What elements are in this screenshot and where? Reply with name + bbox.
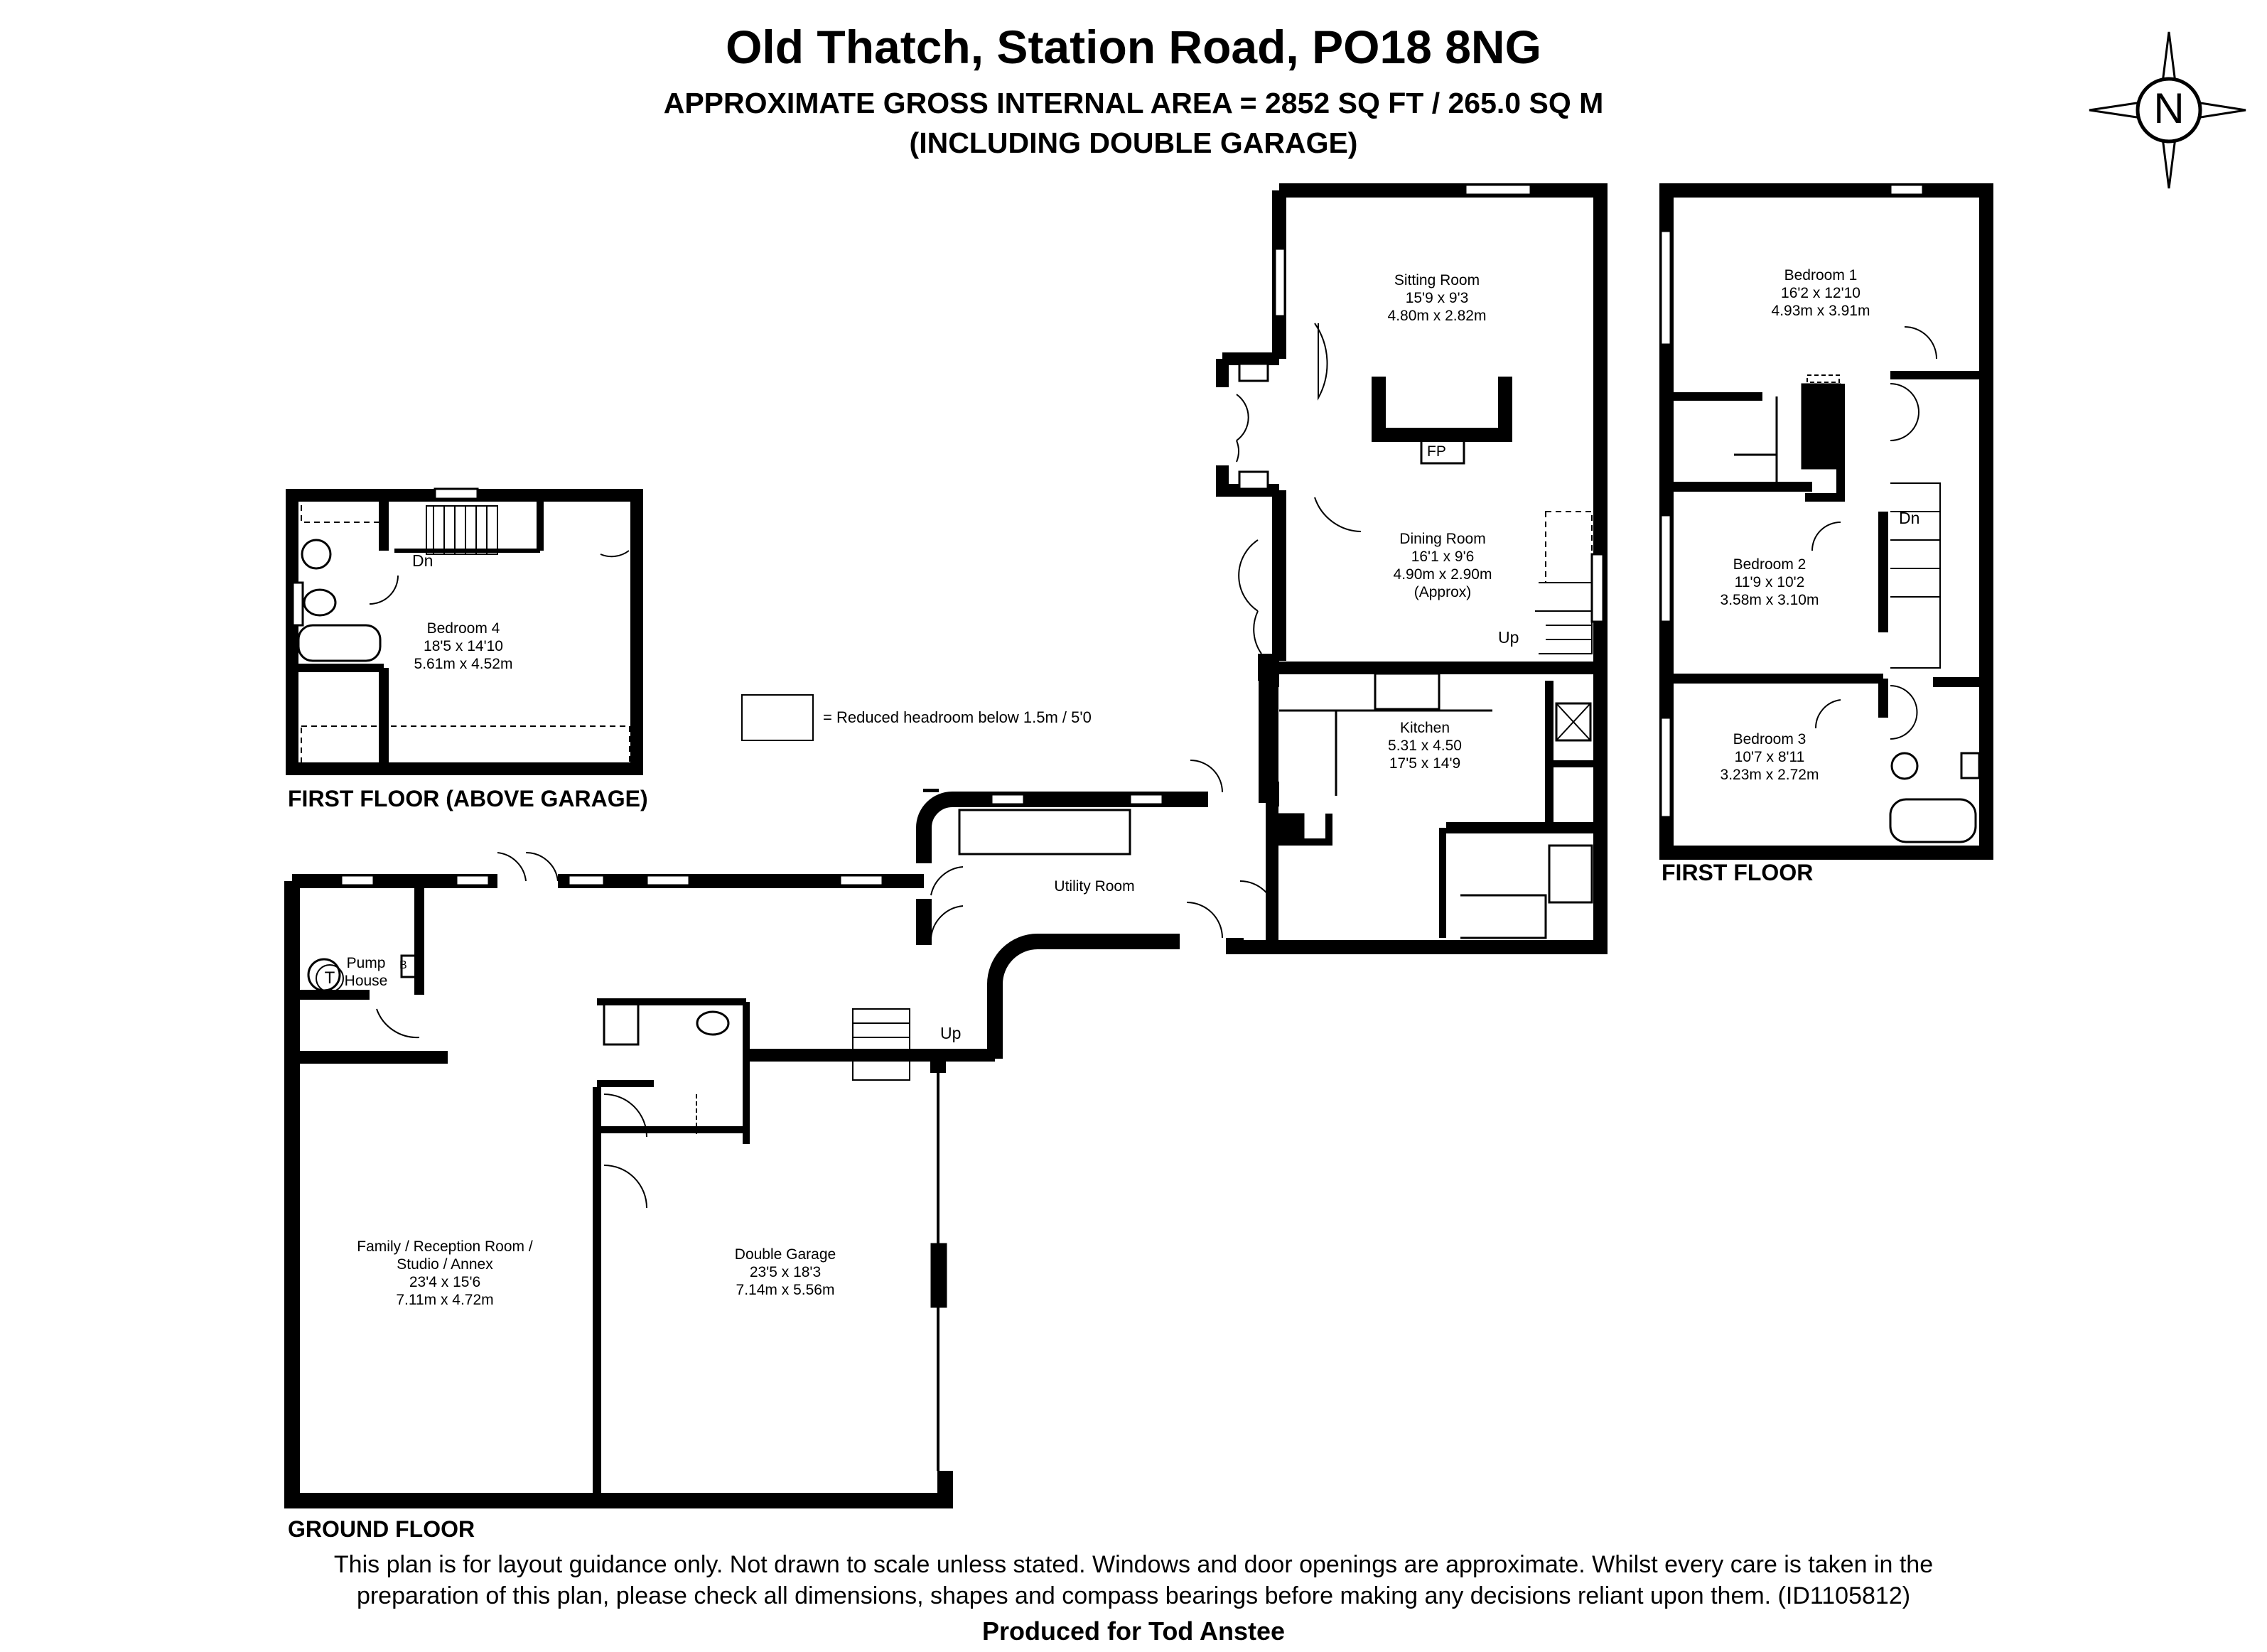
fireplace-marker: FP bbox=[1427, 443, 1446, 460]
ground-floor-annex-plan bbox=[284, 789, 995, 1508]
stairs-up-marker-dining: Up bbox=[1498, 628, 1519, 647]
disclaimer: This plan is for layout guidance only. N… bbox=[333, 1551, 1934, 1609]
first-floor-plan bbox=[1659, 183, 1993, 860]
legend-text: = Reduced headroom below 1.5m / 5'0 bbox=[823, 708, 1092, 726]
garage-note: (INCLUDING DOUBLE GARAGE) bbox=[909, 126, 1358, 159]
page-title: Old Thatch, Station Road, PO18 8NG bbox=[726, 21, 1541, 73]
stairs-down-marker-bedroom4: Dn bbox=[412, 551, 434, 570]
stairs-down-marker-first: Dn bbox=[1899, 509, 1920, 527]
produced-for: Produced for Tod Anstee bbox=[981, 1616, 1286, 1646]
first-floor-above-garage-plan bbox=[286, 487, 643, 775]
ground-floor-house-plan bbox=[916, 183, 1608, 1059]
floor-label-ground: GROUND FLOOR bbox=[288, 1516, 475, 1542]
stairs-up-marker-annex: Up bbox=[940, 1024, 962, 1042]
room-label-utility: Utility Room bbox=[1054, 878, 1135, 895]
legend-swatch bbox=[741, 694, 814, 741]
compass-north-letter: N bbox=[2153, 85, 2185, 132]
floor-label-first-above-garage: FIRST FLOOR (ABOVE GARAGE) bbox=[288, 786, 648, 811]
compass-icon bbox=[2089, 31, 2246, 189]
tank-marker: T bbox=[316, 964, 344, 993]
floor-label-first: FIRST FLOOR bbox=[1662, 860, 1814, 885]
boiler-marker: B bbox=[399, 959, 407, 971]
area-subtitle: APPROXIMATE GROSS INTERNAL AREA = 2852 S… bbox=[663, 87, 1604, 119]
